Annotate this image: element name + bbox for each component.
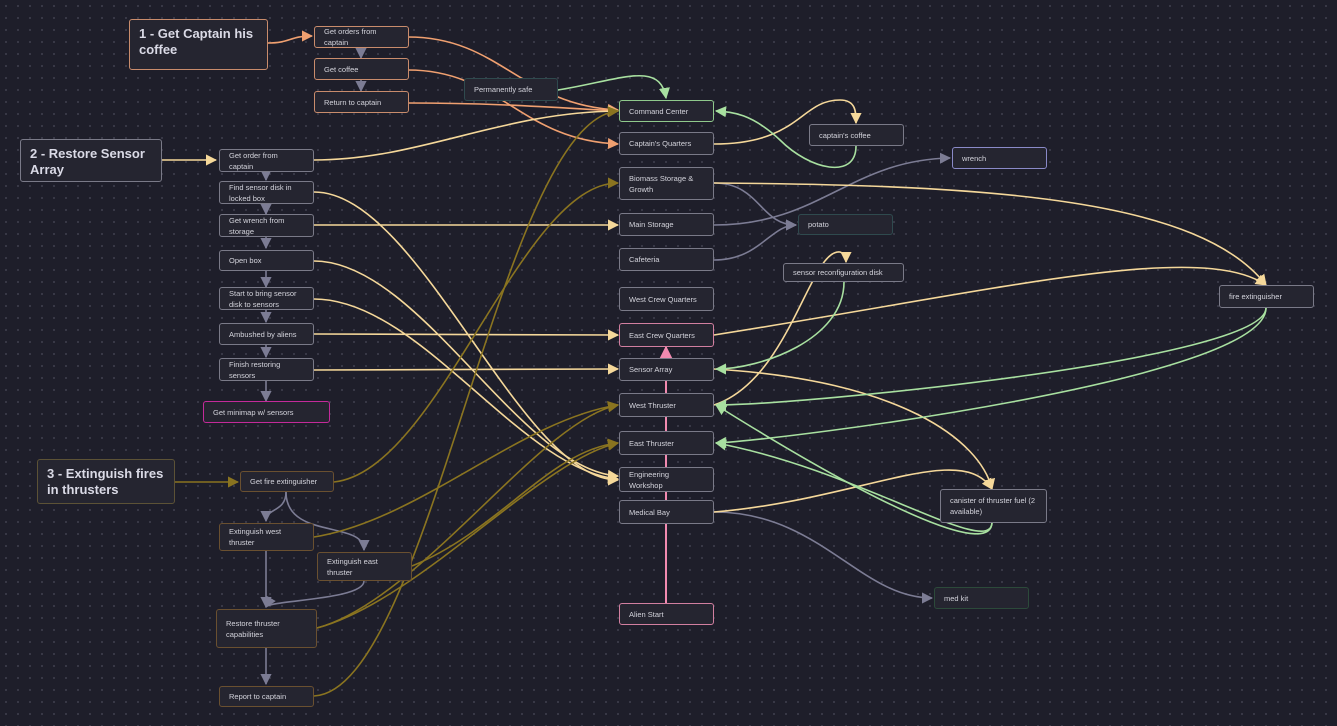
group-1-title: 1 - Get Captain his coffee — [139, 26, 254, 57]
task-restore-thruster-capabilities[interactable]: Restore thruster capabilities — [216, 609, 317, 648]
item-label: wrench — [962, 153, 987, 163]
task-label: Extinguish east thruster — [327, 556, 378, 577]
room-label: Medical Bay — [629, 507, 670, 517]
task-get-fire-extinguisher[interactable]: Get fire extinguisher — [240, 471, 334, 492]
task-extinguish-east-thruster[interactable]: Extinguish east thruster — [317, 552, 412, 581]
room-label: Alien Start — [629, 609, 664, 619]
item-label: Permanently safe — [474, 85, 533, 94]
task-get-coffee[interactable]: Get coffee — [314, 58, 409, 80]
task-label: Open box — [229, 256, 262, 265]
room-sensor-array[interactable]: Sensor Array — [619, 358, 714, 381]
task-get-minimap[interactable]: Get minimap w/ sensors — [203, 401, 330, 423]
room-label: Cafeteria — [629, 255, 660, 264]
edges-olive — [175, 106, 620, 697]
task-label: Start to bring sensor disk to sensors — [229, 288, 297, 309]
task-label: Restore thruster capabilities — [226, 618, 280, 639]
room-east-thruster[interactable]: East Thruster — [619, 431, 714, 455]
task-label: Find sensor disk in locked box — [229, 182, 292, 203]
item-thruster-fuel-canister[interactable]: canister of thruster fuel (2 available) — [940, 489, 1047, 523]
task-label: Get orders from captain — [324, 27, 377, 47]
item-label: canister of thruster fuel (2 available) — [950, 496, 1036, 516]
edges-chain — [260, 47, 952, 686]
group-3-title: 3 - Extinguish fires in thrusters — [47, 466, 164, 497]
room-engineering-workshop[interactable]: Engineering Workshop — [619, 467, 714, 492]
task-finish-restoring-sensors[interactable]: Finish restoring sensors — [219, 358, 314, 381]
item-label: med kit — [944, 593, 969, 603]
item-sensor-reconfiguration-disk[interactable]: sensor reconfiguration disk — [783, 263, 904, 282]
room-label: Engineering Workshop — [629, 469, 670, 490]
room-label: Biomass Storage & Growth — [629, 173, 694, 194]
task-ambushed-by-aliens[interactable]: Ambushed by aliens — [219, 323, 314, 345]
room-west-crew-quarters[interactable]: West Crew Quarters — [619, 287, 714, 311]
task-bring-sensor-disk[interactable]: Start to bring sensor disk to sensors — [219, 287, 314, 310]
item-fire-extinguisher[interactable]: fire extinguisher — [1219, 285, 1314, 308]
room-main-storage[interactable]: Main Storage — [619, 213, 714, 236]
item-potato[interactable]: potato — [798, 214, 893, 235]
room-command-center[interactable]: Command Center — [619, 100, 714, 122]
task-get-wrench[interactable]: Get wrench from storage — [219, 214, 314, 237]
task-label: Get coffee — [324, 64, 359, 74]
task-label: Finish restoring sensors — [229, 359, 281, 380]
edges-cream — [162, 99, 1267, 513]
task-label: Return to captain — [324, 97, 382, 107]
room-east-crew-quarters[interactable]: East Crew Quarters — [619, 323, 714, 347]
task-label: Get fire extinguisher — [250, 477, 318, 486]
task-get-order-from-captain[interactable]: Get order from captain — [219, 149, 314, 172]
room-label: Command Center — [629, 106, 689, 116]
room-label: Captain's Quarters — [629, 139, 692, 148]
task-label: Report to captain — [229, 692, 287, 701]
task-label: Get minimap w/ sensors — [213, 407, 294, 417]
item-label: captain's coffee — [819, 130, 871, 140]
task-return-to-captain[interactable]: Return to captain — [314, 91, 409, 113]
room-label: Sensor Array — [629, 365, 673, 374]
item-label: fire extinguisher — [1229, 292, 1282, 301]
task-open-box[interactable]: Open box — [219, 250, 314, 271]
room-biomass-storage[interactable]: Biomass Storage & Growth — [619, 167, 714, 200]
room-alien-start[interactable]: Alien Start — [619, 603, 714, 625]
task-label: Get order from captain — [229, 150, 278, 171]
item-label: sensor reconfiguration disk — [793, 268, 883, 277]
group-2-title: 2 - Restore Sensor Array — [30, 146, 145, 177]
room-west-thruster[interactable]: West Thruster — [619, 393, 714, 417]
room-label: Main Storage — [629, 220, 674, 229]
room-captains-quarters[interactable]: Captain's Quarters — [619, 132, 714, 155]
room-label: East Crew Quarters — [629, 330, 695, 340]
room-medical-bay[interactable]: Medical Bay — [619, 500, 714, 524]
room-label: East Thruster — [629, 438, 674, 448]
task-label: Ambushed by aliens — [229, 329, 297, 339]
item-captains-coffee[interactable]: captain's coffee — [809, 124, 904, 146]
room-label: West Crew Quarters — [629, 294, 697, 304]
edges-orange — [267, 30, 620, 150]
group-2-label[interactable]: 2 - Restore Sensor Array — [20, 139, 162, 182]
item-med-kit[interactable]: med kit — [934, 587, 1029, 609]
item-permanently-safe[interactable]: Permanently safe — [464, 78, 558, 101]
edges-green — [557, 74, 1267, 535]
task-extinguish-west-thruster[interactable]: Extinguish west thruster — [219, 523, 314, 551]
item-wrench[interactable]: wrench — [952, 147, 1047, 169]
task-get-orders[interactable]: Get orders from captain — [314, 26, 409, 48]
group-3-label[interactable]: 3 - Extinguish fires in thrusters — [37, 459, 175, 504]
group-1-label[interactable]: 1 - Get Captain his coffee — [129, 19, 268, 70]
room-cafeteria[interactable]: Cafeteria — [619, 248, 714, 271]
item-label: potato — [808, 220, 829, 229]
task-label: Get wrench from storage — [229, 215, 285, 236]
task-find-sensor-disk[interactable]: Find sensor disk in locked box — [219, 181, 314, 204]
task-label: Extinguish west thruster — [229, 527, 282, 547]
room-label: West Thruster — [629, 400, 676, 410]
task-report-to-captain[interactable]: Report to captain — [219, 686, 314, 707]
